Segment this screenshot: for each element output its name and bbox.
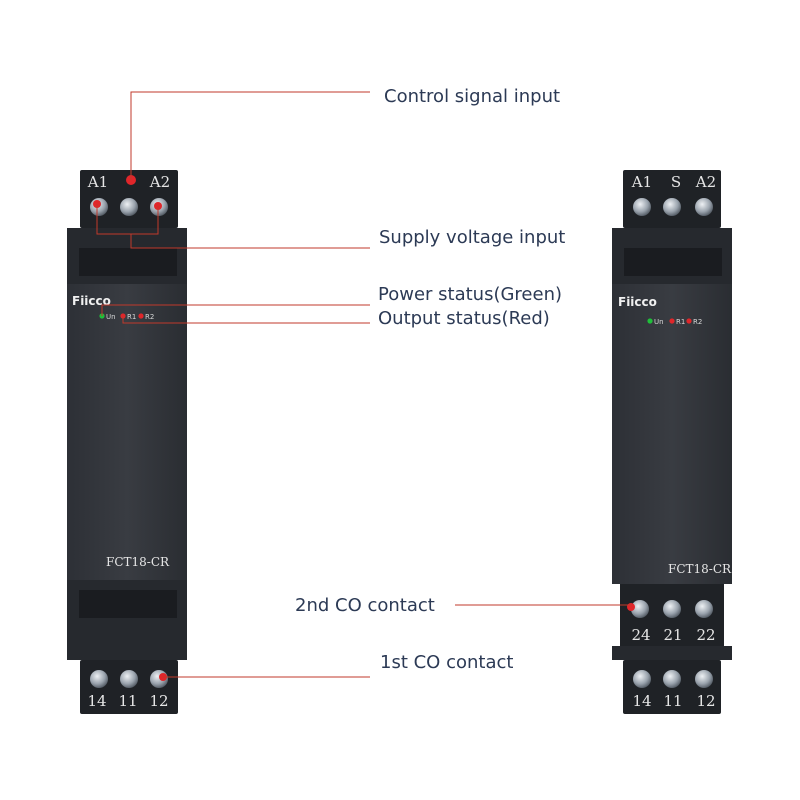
terminal-label: 14 <box>87 692 106 710</box>
leader-line-control-signal <box>130 91 370 180</box>
terminal-label: 11 <box>118 692 137 710</box>
leader-line-output-status <box>122 316 370 324</box>
screw-icon <box>120 198 138 216</box>
screw-icon <box>663 670 681 688</box>
screw-icon <box>120 670 138 688</box>
terminal-label: 14 <box>632 692 651 710</box>
right-main-body <box>612 284 732 584</box>
leader-line-power-status <box>101 304 370 316</box>
brand-logo: Fiicco <box>618 295 657 309</box>
marker-dot <box>627 603 635 611</box>
power-led <box>647 318 653 324</box>
terminal-label: S <box>671 173 681 191</box>
terminal-label: A1 <box>631 173 652 191</box>
leader-line-supply-right <box>131 206 159 235</box>
leader-lines <box>96 91 631 678</box>
led-label: R2 <box>693 318 702 326</box>
output-led <box>138 313 144 319</box>
screw-icon <box>633 198 651 216</box>
output-led <box>669 318 675 324</box>
annotation-control-signal: Control signal input <box>384 86 561 107</box>
led-label: R1 <box>676 318 685 326</box>
left-main-body <box>67 284 187 580</box>
screw-icon <box>90 670 108 688</box>
right-relay-device: A1 S A2 24 21 22 14 11 12 Fiicco Un R1 R… <box>612 170 732 714</box>
terminal-label: 24 <box>631 626 650 644</box>
screw-icon <box>633 670 651 688</box>
terminal-label: A2 <box>695 173 716 191</box>
annotation-first-co: 1st CO contact <box>380 652 514 673</box>
left-relay-device: A1 A2 14 11 12 Fiicco Un R1 R2 FCT18-CR <box>67 170 187 714</box>
terminal-label: A1 <box>87 173 108 191</box>
led-label: Un <box>106 313 116 321</box>
output-led <box>686 318 692 324</box>
terminal-label: 21 <box>663 626 682 644</box>
model-label: FCT18-CR <box>106 555 170 569</box>
annotation-supply-voltage: Supply voltage input <box>379 227 566 248</box>
led-label: R2 <box>145 313 154 321</box>
screw-icon <box>663 198 681 216</box>
screw-icon <box>695 198 713 216</box>
screw-icon <box>695 670 713 688</box>
annotation-output-status: Output status(Red) <box>378 308 550 329</box>
screw-icon <box>695 600 713 618</box>
terminal-label: 12 <box>149 692 168 710</box>
annotation-second-co: 2nd CO contact <box>295 595 435 616</box>
annotation-power-status: Power status(Green) <box>378 284 563 305</box>
led-label: Un <box>654 318 664 326</box>
led-label: R1 <box>127 313 136 321</box>
terminal-label: 11 <box>663 692 682 710</box>
terminal-label: 12 <box>696 692 715 710</box>
terminal-label: 22 <box>696 626 715 644</box>
model-label: FCT18-CR <box>668 562 732 576</box>
screw-icon <box>663 600 681 618</box>
brand-logo: Fiicco <box>72 294 111 308</box>
screw-icon <box>631 600 649 618</box>
terminal-label: A2 <box>149 173 170 191</box>
